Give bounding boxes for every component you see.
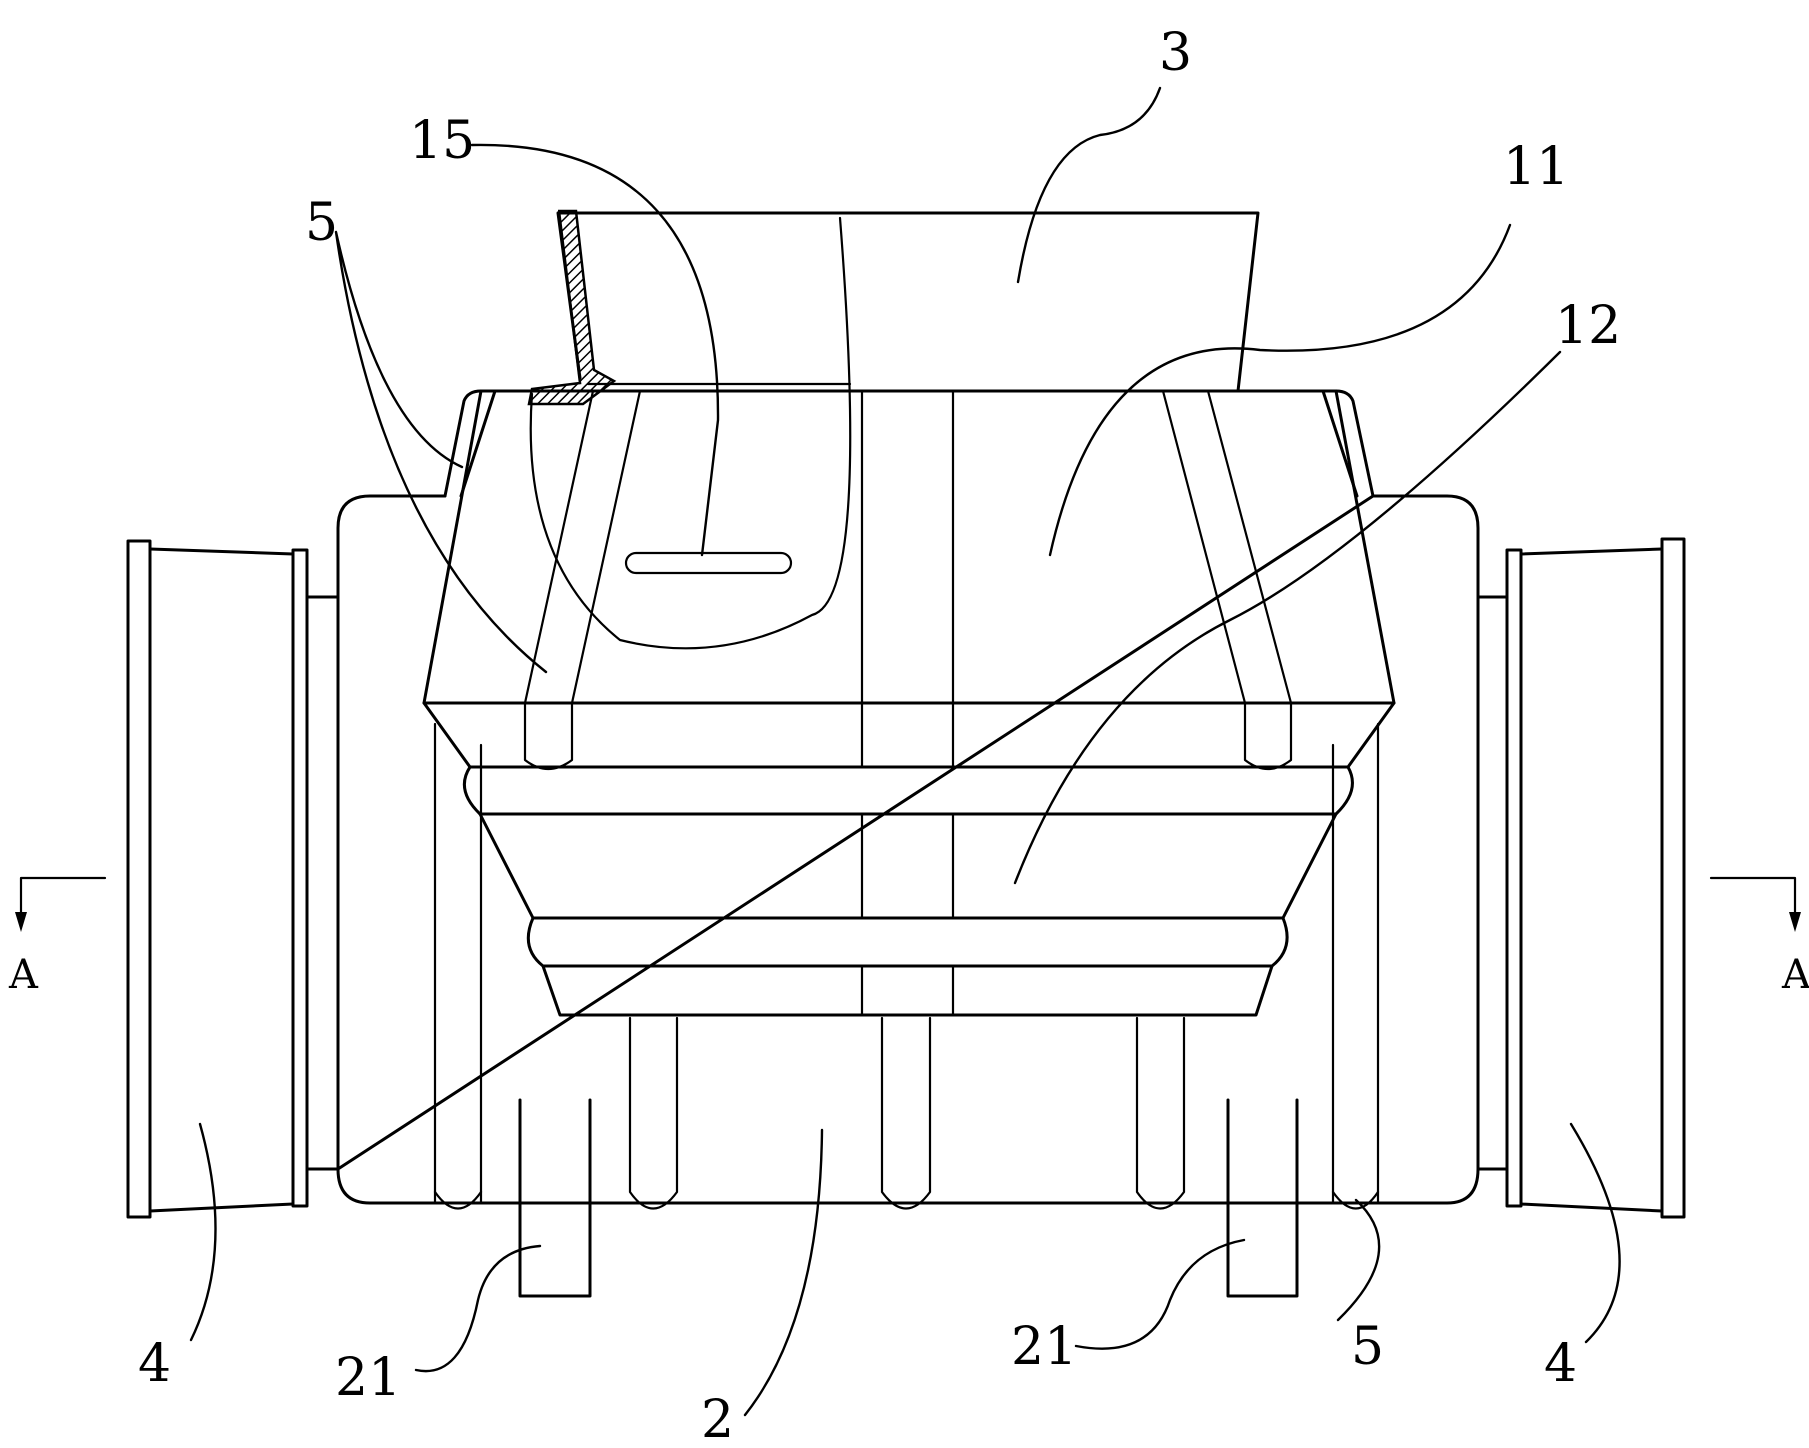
label-15: 15	[409, 111, 475, 171]
label-2: 2	[701, 1390, 734, 1448]
label-3: 3	[1159, 23, 1192, 83]
right-pipe-connector	[1476, 537, 1686, 1219]
label-21-right: 21	[1011, 1317, 1077, 1377]
section-label-a-left: A	[8, 952, 39, 998]
label-12: 12	[1555, 296, 1621, 356]
label-4-left: 4	[138, 1334, 171, 1394]
label-11: 11	[1503, 137, 1569, 197]
outlet-spouts	[518, 1098, 1299, 1298]
left-pipe-connector	[126, 539, 340, 1219]
cover-assembly	[422, 216, 1396, 1017]
main-body	[336, 494, 1480, 1210]
label-5-bottom: 5	[1351, 1317, 1384, 1377]
hopper-funnel	[527, 209, 1260, 406]
section-label-a-right: A	[1781, 952, 1809, 998]
label-21-left: 21	[335, 1348, 401, 1408]
leader-lines	[189, 86, 1621, 1417]
section-markers: A A	[8, 876, 1809, 998]
label-5-top: 5	[305, 193, 338, 253]
reference-labels: 3 15 11 12 5 4 21 2 21 5 4	[138, 23, 1621, 1448]
label-4-right: 4	[1544, 1334, 1577, 1394]
